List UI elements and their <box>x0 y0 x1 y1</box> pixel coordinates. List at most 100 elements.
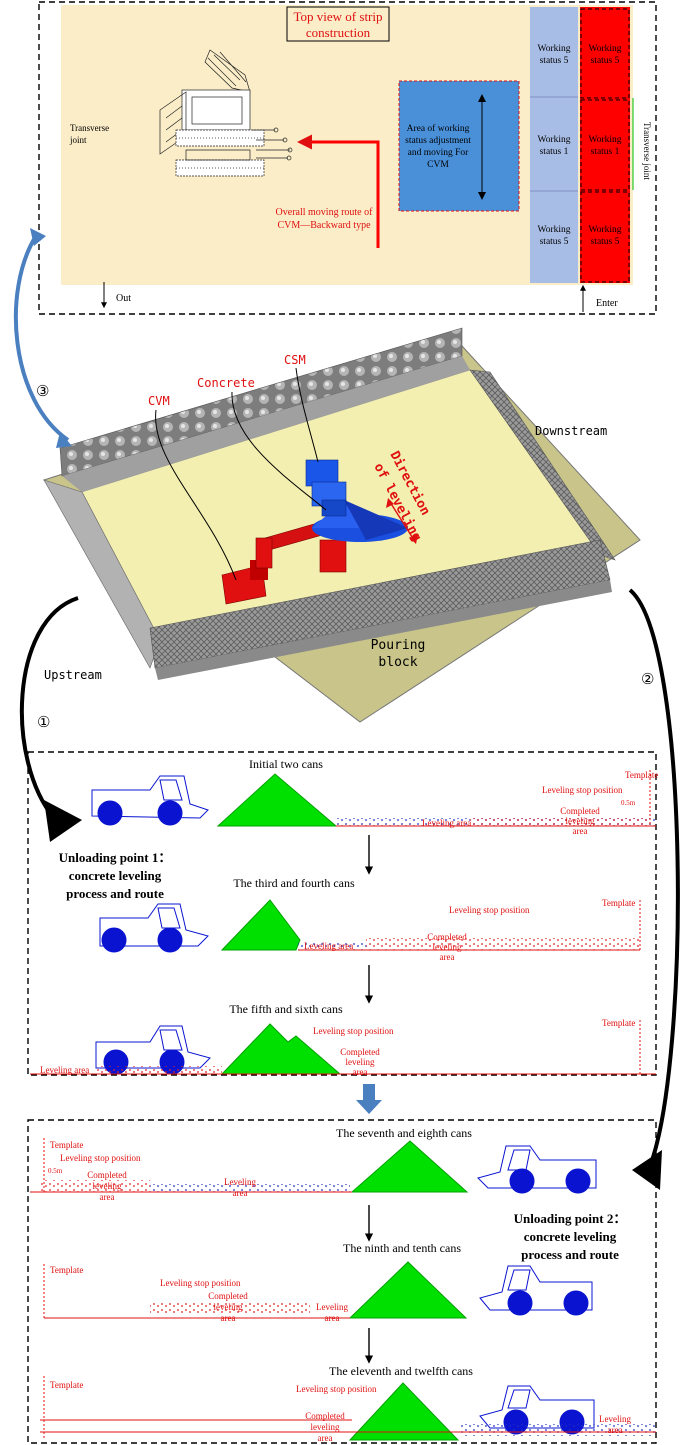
concrete-pile-2a <box>350 1140 469 1193</box>
completed-c-2: leveling <box>346 1057 375 1067</box>
leveling-area-a: Leveling area <box>422 818 471 828</box>
completed-a-3: area <box>573 826 588 836</box>
route-label: Overall moving route of <box>276 207 374 218</box>
ws-bot-1: Working <box>537 225 570 235</box>
completed-b-3: area <box>440 952 455 962</box>
template-2c: Template <box>50 1380 83 1390</box>
stop-b: Leveling stop position <box>449 905 530 915</box>
completed-2c-3: area <box>318 1433 333 1443</box>
stop-2b: Leveling stop position <box>160 1278 241 1288</box>
truck-2a-icon <box>477 1145 597 1194</box>
leveling-area-2c-2: area <box>608 1425 623 1435</box>
stop-2a: Leveling stop position <box>60 1153 141 1163</box>
flow-arrow-2-icon <box>628 588 680 1190</box>
ws-red-top-1: Working <box>588 44 621 54</box>
dim-a: 0.5m <box>621 799 636 807</box>
process-panel-2: Unloading point 2： concrete leveling pro… <box>27 1119 657 1444</box>
template-a: Template <box>625 770 658 780</box>
transverse-joint-right: Transverse joint <box>642 122 652 180</box>
downstream-label: Downstream <box>535 424 607 438</box>
marker-2: ② <box>641 672 654 688</box>
unloading-2-title-3: process and route <box>521 1247 619 1262</box>
leveling-area-2b: Leveling <box>316 1302 348 1312</box>
unloading-1-title-3: process and route <box>66 886 164 901</box>
pouring-block-3d: CVM Concrete CSM Direction of leveling D… <box>36 327 654 731</box>
concrete-pile-2b <box>348 1261 468 1319</box>
stage-a-label: Initial two cans <box>249 757 323 771</box>
top-view-title: Top view of strip <box>294 9 383 24</box>
cvm-label: CVM <box>148 394 170 408</box>
completed-2a-3: area <box>100 1192 115 1202</box>
dim-2a: 0.5m <box>48 1167 63 1175</box>
adjust-area-label: Area of working <box>407 123 470 134</box>
stop-a: Leveling stop position <box>542 785 623 795</box>
ws-red-mid-2: status 1 <box>591 147 620 157</box>
completed-2c-2: leveling <box>311 1422 340 1432</box>
truck-b-icon <box>99 903 209 953</box>
top-view-title-2: construction <box>306 25 371 40</box>
completed-2c: Completed <box>305 1411 345 1421</box>
flow-arrow-1-icon <box>19 596 82 842</box>
leveling-area-b: Leveling area <box>304 941 353 951</box>
template-2a: Template <box>50 1140 83 1150</box>
leveling-area-2a-2: area <box>233 1188 248 1198</box>
cvm-machine-icon <box>221 517 347 605</box>
adjust-area-label-3: and moving For <box>408 148 470 158</box>
adjust-area-label-2: status adjustment <box>405 136 471 146</box>
truck-2b-icon <box>479 1265 593 1316</box>
completed-2b-3: area <box>221 1313 236 1323</box>
concrete-pile-icon <box>312 500 408 542</box>
ws-top-2: status 5 <box>540 56 569 66</box>
transverse-joint-left-2: joint <box>69 135 87 145</box>
top-view-panel: Top view of strip construction Transvers… <box>38 1 657 315</box>
concrete-pile-2c <box>348 1382 460 1441</box>
ws-red-mid-1: Working <box>588 135 621 145</box>
transverse-joint-left: Transverse <box>70 123 109 133</box>
completed-c: Completed <box>340 1047 380 1057</box>
adjust-area-label-4: CVM <box>427 160 449 170</box>
stage-2c-label: The eleventh and twelfth cans <box>329 1364 473 1378</box>
route-label-2: CVM—Backward type <box>277 220 371 231</box>
flow-arrow-3-icon <box>13 228 72 448</box>
out-label: Out <box>116 293 131 304</box>
stage-c-label: The fifth and sixth cans <box>229 1002 343 1016</box>
unloading-1-title-2: concrete leveling <box>69 868 162 883</box>
stage-b-label: The third and fourth cans <box>233 876 355 890</box>
completed-a-2: leveling <box>566 816 595 826</box>
enter-label: Enter <box>596 298 618 309</box>
cvm-sketch-icon <box>159 49 293 177</box>
stage-2a-label: The seventh and eighth cans <box>336 1126 472 1140</box>
concrete-label: Concrete <box>197 376 255 390</box>
leveling-area-c: Leveling area <box>40 1065 89 1075</box>
marker-3: ③ <box>36 384 49 400</box>
unloading-2-title: Unloading point 2： <box>514 1211 627 1226</box>
ws-top-1: Working <box>537 44 570 54</box>
stage-2b-label: The ninth and tenth cans <box>343 1241 461 1255</box>
completed-c-3: area <box>353 1067 368 1077</box>
template-b: Template <box>602 898 635 908</box>
completed-2a: Completed <box>87 1170 127 1180</box>
completed-b-2: leveling <box>433 942 462 952</box>
completed-b: Completed <box>427 932 467 942</box>
ws-red-bot-2: status 5 <box>591 237 620 247</box>
leveling-area-2c: Leveling <box>599 1414 631 1424</box>
csm-machine-icon <box>305 459 347 517</box>
ws-red-top-2: status 5 <box>591 56 620 66</box>
truck-a-icon <box>91 775 209 826</box>
ws-red-bot-1: Working <box>588 225 621 235</box>
upstream-label: Upstream <box>44 668 102 682</box>
leveling-area-2b-2: area <box>325 1313 340 1323</box>
concrete-pile-b <box>220 899 301 951</box>
template-c: Template <box>602 1018 635 1028</box>
transition-arrow-icon <box>356 1084 382 1114</box>
stop-2c: Leveling stop position <box>296 1384 377 1394</box>
pouring-block-label-2: block <box>378 655 417 670</box>
csm-label: CSM <box>284 353 306 367</box>
completed-2b: Completed <box>208 1291 248 1301</box>
concrete-pile-a <box>216 773 338 827</box>
marker-1: ① <box>37 715 50 731</box>
ws-bot-2: status 5 <box>540 237 569 247</box>
stop-c: Leveling stop position <box>313 1026 394 1036</box>
pouring-block-label: Pouring <box>371 638 426 653</box>
template-2b: Template <box>50 1265 83 1275</box>
